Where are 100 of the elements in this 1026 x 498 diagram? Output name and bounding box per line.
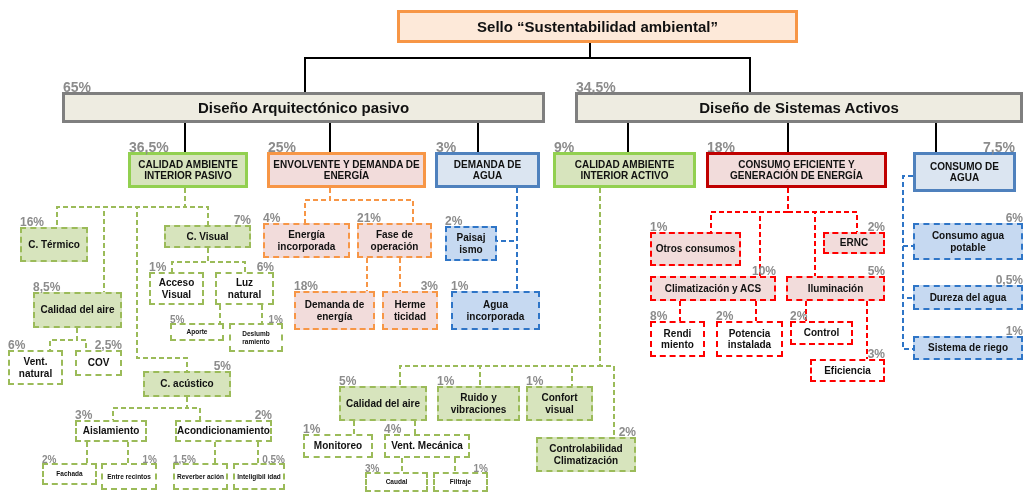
percentage-label: 1% (526, 374, 544, 388)
percentage-label: 5% (213, 359, 231, 373)
percentage-label: 9% (554, 139, 575, 155)
box-label: ERNC (839, 237, 869, 249)
connector-line (219, 304, 221, 324)
percentage-label: 1% (303, 422, 321, 436)
percentage-label: 8% (650, 309, 668, 323)
box-label: Sello “Sustentabilidad ambiental” (477, 17, 718, 36)
percentage-label: 3% (867, 347, 885, 361)
box-label: CALIDAD AMBIENTE INTERIOR PASIVO (137, 158, 239, 182)
box-label: Control (803, 327, 840, 339)
percentage-label: 2% (618, 425, 636, 439)
box-label: Diseño de Sistemas Activos (699, 98, 899, 117)
connector-line (261, 304, 263, 324)
percentage-label: 1% (142, 454, 157, 465)
percentage-label: 3% (436, 139, 457, 155)
box-label: Rendi miento (660, 327, 695, 351)
box-label: CONSUMO DE AGUA (929, 160, 1000, 184)
connector-line (329, 122, 331, 153)
box-label: C. Visual (186, 230, 229, 243)
percentage-label: 0,5% (262, 454, 285, 465)
box-label: Herme ticidad (392, 299, 428, 322)
box-label: Calidad del aire (40, 304, 115, 316)
percentage-label: 4% (263, 211, 281, 225)
box-label: Calidad del aire (346, 397, 420, 410)
box-label: Eficiencia (824, 364, 871, 377)
percentage-label: 6% (256, 260, 274, 274)
connector-line (589, 42, 751, 93)
connector-line (755, 300, 757, 322)
connector-line (599, 187, 615, 438)
box-label: Acondicionamiento (177, 425, 270, 437)
percentage-label: 1% (451, 279, 469, 293)
percentage-label: 5% (170, 314, 185, 325)
box-label: CONSUMO EFICIENTE Y GENERACIÓN DE ENERGÍA (729, 158, 864, 182)
connector-line (866, 300, 868, 360)
percentage-label: 21% (357, 211, 382, 225)
box-label: CALIDAD AMBIENTE INTERIOR ACTIVO (573, 158, 676, 182)
connector-line (516, 187, 518, 292)
box-label: Confort visual (540, 392, 579, 415)
connector-line (627, 122, 629, 153)
connector-line (127, 441, 129, 464)
percentage-label: 2% (42, 454, 57, 465)
connector-line (787, 122, 789, 153)
box-label: Consumo agua potable (930, 230, 1006, 253)
box-label: Vent. natural (17, 356, 54, 379)
connector-line (76, 327, 87, 351)
connector-line (414, 420, 416, 435)
percentage-label: 2% (716, 309, 734, 323)
percentage-label: 4% (384, 422, 402, 436)
box-label: Demanda de energía (303, 299, 366, 322)
box-label: Ruido y vibraciones (449, 392, 508, 415)
connector-line (787, 187, 816, 277)
box-label: Energía incorporada (276, 229, 337, 252)
connector-line (214, 441, 216, 464)
percentage-label: 2,5% (94, 338, 122, 352)
percentage-label: 0,5% (995, 273, 1023, 287)
box-label: Vent. Mecánica (391, 440, 463, 452)
connector-line (454, 457, 456, 473)
connector-line (401, 457, 403, 473)
percentage-label: 34,5% (576, 79, 616, 95)
percentage-label: 1% (1005, 324, 1023, 338)
percentage-label: 2% (445, 214, 463, 228)
percentage-label: 1% (437, 374, 455, 388)
connector-line (805, 300, 807, 322)
connector-line (329, 187, 414, 224)
percentage-label: 2% (867, 220, 885, 234)
percentage-label: 16% (20, 215, 45, 229)
box-label: Dureza del agua (929, 291, 1007, 304)
percentage-label: 5% (867, 264, 885, 278)
box-label: DEMANDA DE AGUA (452, 158, 523, 182)
connector-line (399, 257, 401, 292)
connector-line (184, 122, 186, 153)
box-label: Agua incorporada (465, 299, 526, 322)
box-label: C. acústico (160, 378, 214, 390)
percentage-label: 36,5% (129, 139, 169, 155)
connector-line (477, 122, 479, 153)
connector-line (186, 396, 201, 421)
connector-line (935, 122, 937, 153)
percentage-label: 8,5% (33, 280, 61, 294)
percentage-label: 18% (707, 139, 736, 155)
percentage-label: 3% (75, 408, 93, 422)
percentage-label: 5% (339, 374, 357, 388)
percentage-label: 25% (268, 139, 297, 155)
connector-line (353, 420, 355, 435)
percentage-label: 6% (1005, 211, 1023, 225)
connector-line (207, 247, 246, 273)
percentage-label: 1% (149, 260, 167, 274)
box-label: Monitoreo (313, 440, 363, 452)
percentage-label: 6% (8, 338, 26, 352)
box-label: ENVOLVENTE Y DEMANDA DE ENERGÍA (272, 158, 421, 182)
percentage-label: 1% (268, 314, 283, 325)
percentage-label: 10% (751, 264, 776, 278)
percentage-label: 3% (420, 279, 438, 293)
connector-line (366, 257, 368, 292)
box-label: Acceso Visual (157, 277, 196, 300)
box-label: Iluminación (807, 282, 864, 295)
box-label: Diseño Arquitectónico pasivo (197, 98, 410, 117)
percentage-label: 1% (650, 220, 668, 234)
box-label: Climatización y ACS (664, 282, 762, 295)
box-label: Controlabilidad Climatización (548, 443, 624, 466)
